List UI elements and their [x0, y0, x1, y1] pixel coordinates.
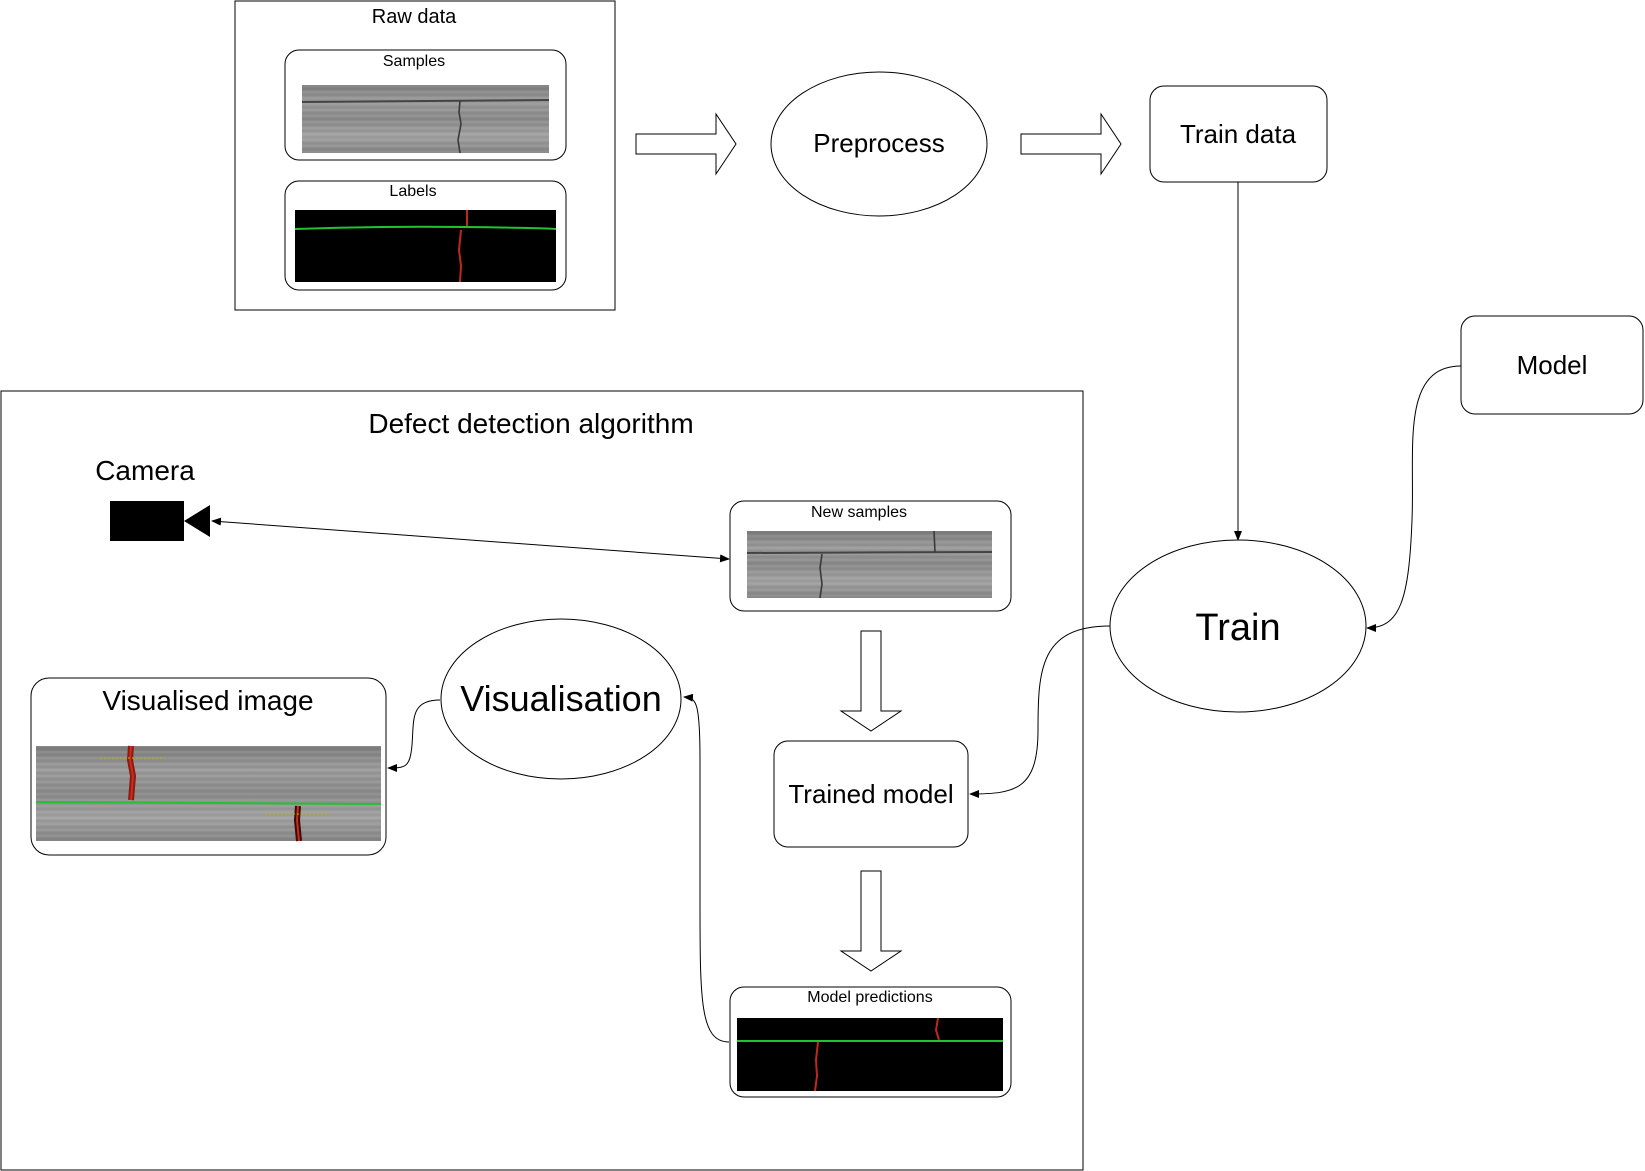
new-samples-card: New samples	[729, 500, 1012, 612]
train-data-node: Train data	[1149, 85, 1328, 183]
block-arrow-trained-to-predictions	[839, 870, 903, 972]
train-label: Train	[1195, 607, 1280, 649]
labels-title: Labels	[389, 183, 436, 200]
algorithm-group: Defect detection algorithm Camera New sa…	[0, 390, 1111, 1171]
algorithm-title: Defect detection algorithm	[368, 408, 693, 439]
trained-model-label: Trained model	[788, 779, 953, 809]
samples-title: Samples	[383, 53, 445, 70]
model-label: Model	[1517, 350, 1588, 380]
new-samples-image	[746, 530, 993, 599]
samples-card: Samples	[284, 49, 567, 161]
labels-image	[294, 210, 557, 283]
new-samples-title: New samples	[811, 504, 907, 521]
model-node: Model	[1460, 315, 1644, 415]
model-predictions-title: Model predictions	[807, 989, 932, 1006]
block-arrow-samples-to-trained	[839, 630, 903, 732]
visualised-image-title: Visualised image	[102, 685, 313, 716]
connector-visualisation-to-image	[387, 699, 441, 772]
connector-camera-new-samples	[211, 517, 730, 563]
labels-card: Labels	[284, 180, 567, 291]
samples-image	[301, 85, 550, 154]
visualised-image-picture	[35, 745, 382, 842]
preprocess-node: Preprocess	[770, 71, 988, 217]
visualisation-node: Visualisation	[440, 618, 682, 780]
camera-icon	[110, 501, 210, 541]
visualisation-label: Visualisation	[460, 678, 661, 719]
raw-data-title: Raw data	[372, 6, 457, 28]
raw-data-group: Raw data Samples Labels	[234, 0, 616, 311]
algorithm-frame	[0, 390, 1084, 1171]
train-data-label: Train data	[1180, 119, 1297, 149]
trained-model-node: Trained model	[773, 740, 969, 848]
model-predictions-image	[737, 1017, 1003, 1092]
connector-predictions-to-visualisation	[683, 693, 730, 1043]
connector-model-to-train	[1366, 365, 1462, 632]
visualised-image-card: Visualised image	[30, 677, 387, 856]
train-node: Train	[1109, 539, 1367, 713]
preprocess-label: Preprocess	[813, 128, 945, 158]
block-arrow-preprocess-to-traindata	[1020, 112, 1122, 176]
camera-label: Camera	[95, 455, 195, 486]
model-predictions-card: Model predictions	[729, 986, 1012, 1098]
connector-train-to-trained-model	[969, 625, 1111, 798]
block-arrow-raw-to-preprocess	[635, 112, 737, 176]
